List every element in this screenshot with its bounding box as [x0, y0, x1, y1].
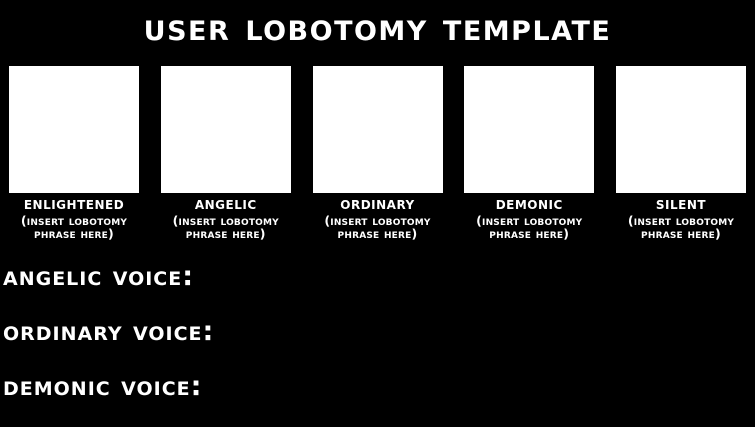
image-slot-enlightened[interactable]: [9, 66, 139, 193]
image-slot-ordinary[interactable]: [312, 66, 443, 193]
panel-label-ordinary: Ordinary: [340, 194, 415, 214]
panel-caption-angelic: (Insert lobotomy phrase here): [172, 213, 279, 241]
panel-caption-demonic: (Insert lobotomy phrase here): [476, 213, 583, 241]
panel-row: Enlightened (Insert lobotomy phrase here…: [9, 66, 746, 240]
voice-line-ordinary: Ordinary Voice:: [3, 316, 215, 347]
panel-caption-silent: (Insert lobotomy phrase here): [627, 213, 735, 241]
panel-demonic: Demonic (Insert lobotomy phrase here): [464, 66, 595, 240]
panel-ordinary: Ordinary (Insert lobotomy phrase here): [312, 66, 443, 240]
panel-caption-enlightened: (Insert lobotomy phrase here): [20, 213, 128, 241]
panel-angelic: Angelic (Insert lobotomy phrase here): [160, 66, 291, 240]
panel-label-demonic: Demonic: [495, 194, 563, 214]
panel-label-enlightened: Enlightened: [23, 194, 125, 214]
image-slot-demonic[interactable]: [464, 66, 595, 193]
image-slot-silent[interactable]: [616, 66, 746, 193]
voice-line-demonic: Demonic Voice:: [3, 371, 203, 402]
panel-label-angelic: Angelic: [194, 194, 257, 214]
voice-line-list: Angelic Voice: Ordinary Voice: Demonic V…: [3, 262, 603, 427]
panel-enlightened: Enlightened (Insert lobotomy phrase here…: [9, 66, 139, 240]
panel-label-silent: Silent: [655, 194, 707, 214]
page-title: User Lobotomy Template: [143, 5, 612, 50]
panel-silent: Silent (Insert lobotomy phrase here): [616, 66, 746, 240]
voice-line-angelic: Angelic Voice:: [3, 261, 195, 292]
image-slot-angelic[interactable]: [160, 66, 291, 193]
panel-caption-ordinary: (Insert lobotomy phrase here): [324, 213, 431, 241]
